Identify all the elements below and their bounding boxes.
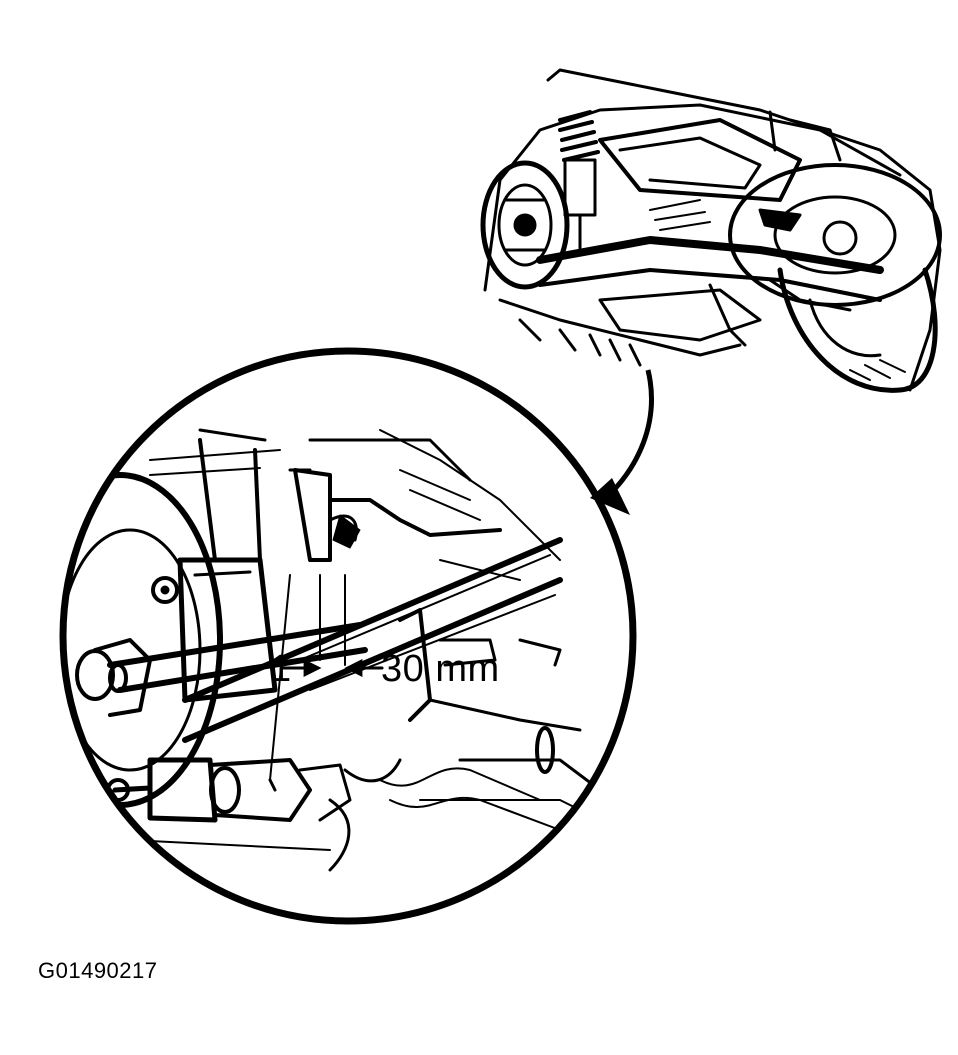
rear-axle-detail-view bbox=[59, 347, 637, 925]
curved-arrow-icon bbox=[590, 369, 654, 515]
measurement-label: 30 mm bbox=[381, 648, 500, 690]
vehicle-overview-illustration bbox=[480, 68, 942, 393]
callout-number-label: 1 bbox=[270, 648, 292, 690]
figure-code: G01490217 bbox=[38, 958, 158, 983]
